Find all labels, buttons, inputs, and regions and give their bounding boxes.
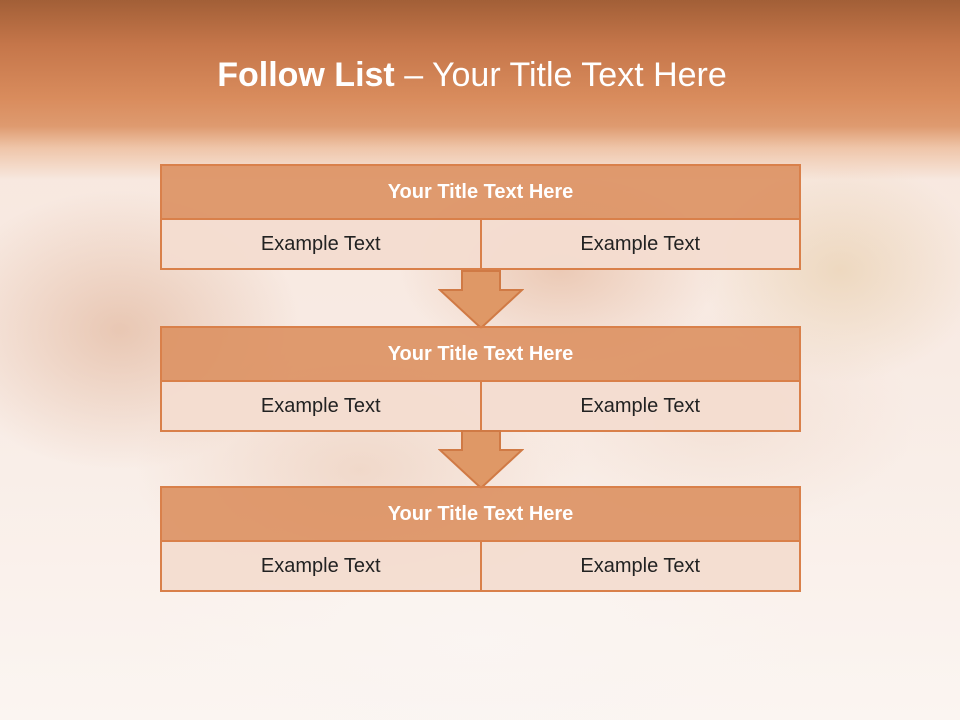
block-title: Your Title Text Here: [160, 164, 801, 220]
block-title: Your Title Text Here: [160, 486, 801, 542]
slide-title: Follow List – Your Title Text Here: [0, 52, 944, 98]
flow-block-1: Your Title Text Here Example Text Exampl…: [160, 164, 801, 270]
block-row: Example Text Example Text: [160, 382, 801, 432]
block-title: Your Title Text Here: [160, 326, 801, 382]
down-arrow-icon: [438, 270, 524, 330]
block-cell-right: Example Text: [479, 542, 800, 590]
flow-block-3: Your Title Text Here Example Text Exampl…: [160, 486, 801, 592]
down-arrow-icon: [438, 430, 524, 490]
block-row: Example Text Example Text: [160, 542, 801, 592]
block-cell-left: Example Text: [260, 394, 381, 417]
header-band: [0, 0, 960, 180]
flow-block-2: Your Title Text Here Example Text Exampl…: [160, 326, 801, 432]
block-cell-right: Example Text: [479, 382, 800, 430]
block-cell-left: Example Text: [260, 554, 381, 577]
block-cell-right: Example Text: [479, 220, 800, 268]
block-cell-left: Example Text: [260, 232, 381, 255]
block-row: Example Text Example Text: [160, 220, 801, 270]
title-bold: Follow List: [217, 56, 395, 94]
title-rest: – Your Title Text Here: [394, 56, 727, 94]
